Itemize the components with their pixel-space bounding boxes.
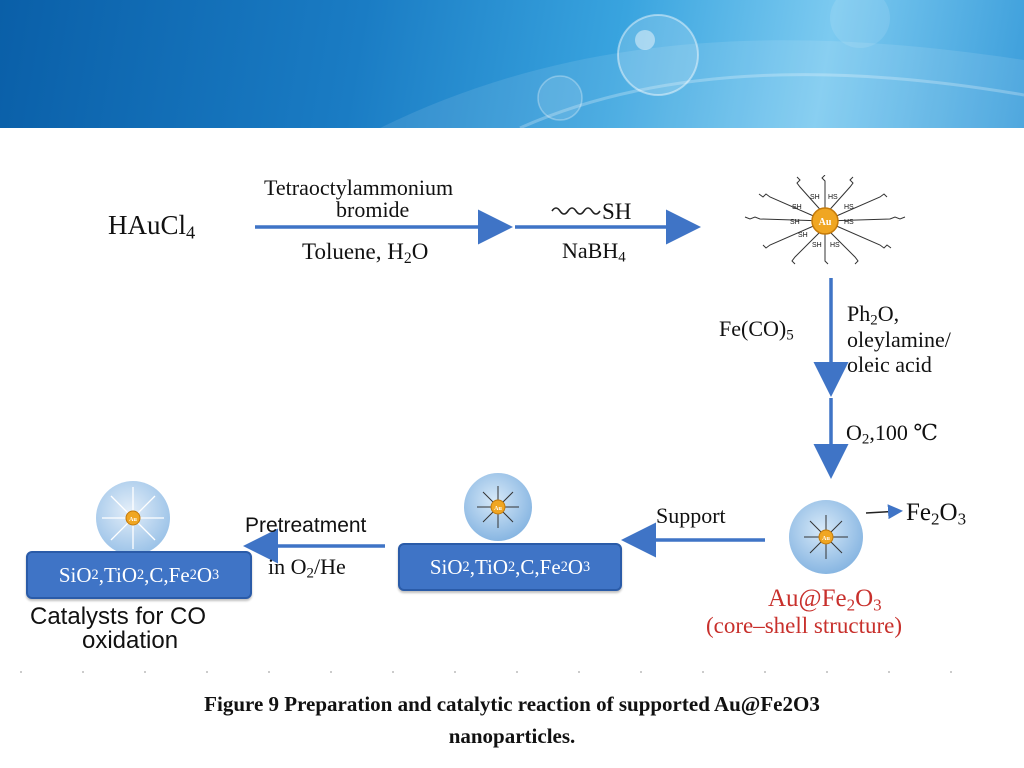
step4-conditions: O2,100 ℃ xyxy=(846,420,938,448)
banner-decoration xyxy=(380,0,1024,128)
step2-reductant: NaBH4 xyxy=(562,238,626,266)
step1-reagent-line2: bromide xyxy=(336,197,410,222)
reactant-haucl4: HAuCl4 xyxy=(108,210,196,243)
hs-label: HS xyxy=(828,194,838,201)
catalyst-label-line2: oxidation xyxy=(82,627,179,654)
step1-solvent: Toluene, H2O xyxy=(302,239,429,267)
step3-precursor: Fe(CO)5 xyxy=(719,316,794,344)
step3-solvent-line2: oleylamine/ xyxy=(847,327,951,352)
shell-fe2o3-label: Fe2O3 xyxy=(906,499,967,529)
step2-thiol-label: SH xyxy=(602,199,632,224)
step3-solvent-line3: oleic acid xyxy=(847,352,932,377)
sh-label: SH xyxy=(798,232,808,239)
product-name: Au@Fe2O3 xyxy=(768,585,882,615)
core-label: Au xyxy=(822,536,830,542)
sh-label: SH xyxy=(792,204,802,211)
sh-label: SH xyxy=(810,194,820,201)
supported-catalyst-icon: Au xyxy=(96,481,170,555)
arrow-fe2o3 xyxy=(865,504,903,520)
hs-label: HS xyxy=(844,219,854,226)
step6-line1: Pretreatment xyxy=(245,514,367,537)
sh-label: SH xyxy=(812,242,822,249)
au-core-label: Au xyxy=(819,217,832,228)
hs-label: HS xyxy=(830,242,840,249)
thiol-chain-icon xyxy=(551,207,601,215)
supported-particle-icon: Au xyxy=(464,473,532,541)
core-label: Au xyxy=(129,517,137,523)
figure-caption-line2: nanoparticles. xyxy=(448,724,576,748)
step3-solvent-line1: Ph2O, xyxy=(847,301,900,329)
product-description: (core–shell structure) xyxy=(706,613,903,638)
core-shell-sphere-icon: Au xyxy=(789,500,863,574)
step6-line2: in O2/He xyxy=(268,554,346,582)
step5-support-label: Support xyxy=(656,503,726,528)
sh-label: SH xyxy=(790,219,800,226)
step1-reagent-line1: Tetraoctylammonium xyxy=(264,175,454,200)
hs-label: HS xyxy=(844,204,854,211)
au-thiol-nanoparticle-icon: Au SH HS SH HS SH SH HS SH HS xyxy=(744,175,906,265)
catalyst-label-line1: Catalysts for CO xyxy=(30,603,207,630)
figure-caption-line1: Figure 9 Preparation and catalytic react… xyxy=(204,692,820,716)
core-label: Au xyxy=(494,506,502,512)
header-banner xyxy=(0,0,1024,128)
